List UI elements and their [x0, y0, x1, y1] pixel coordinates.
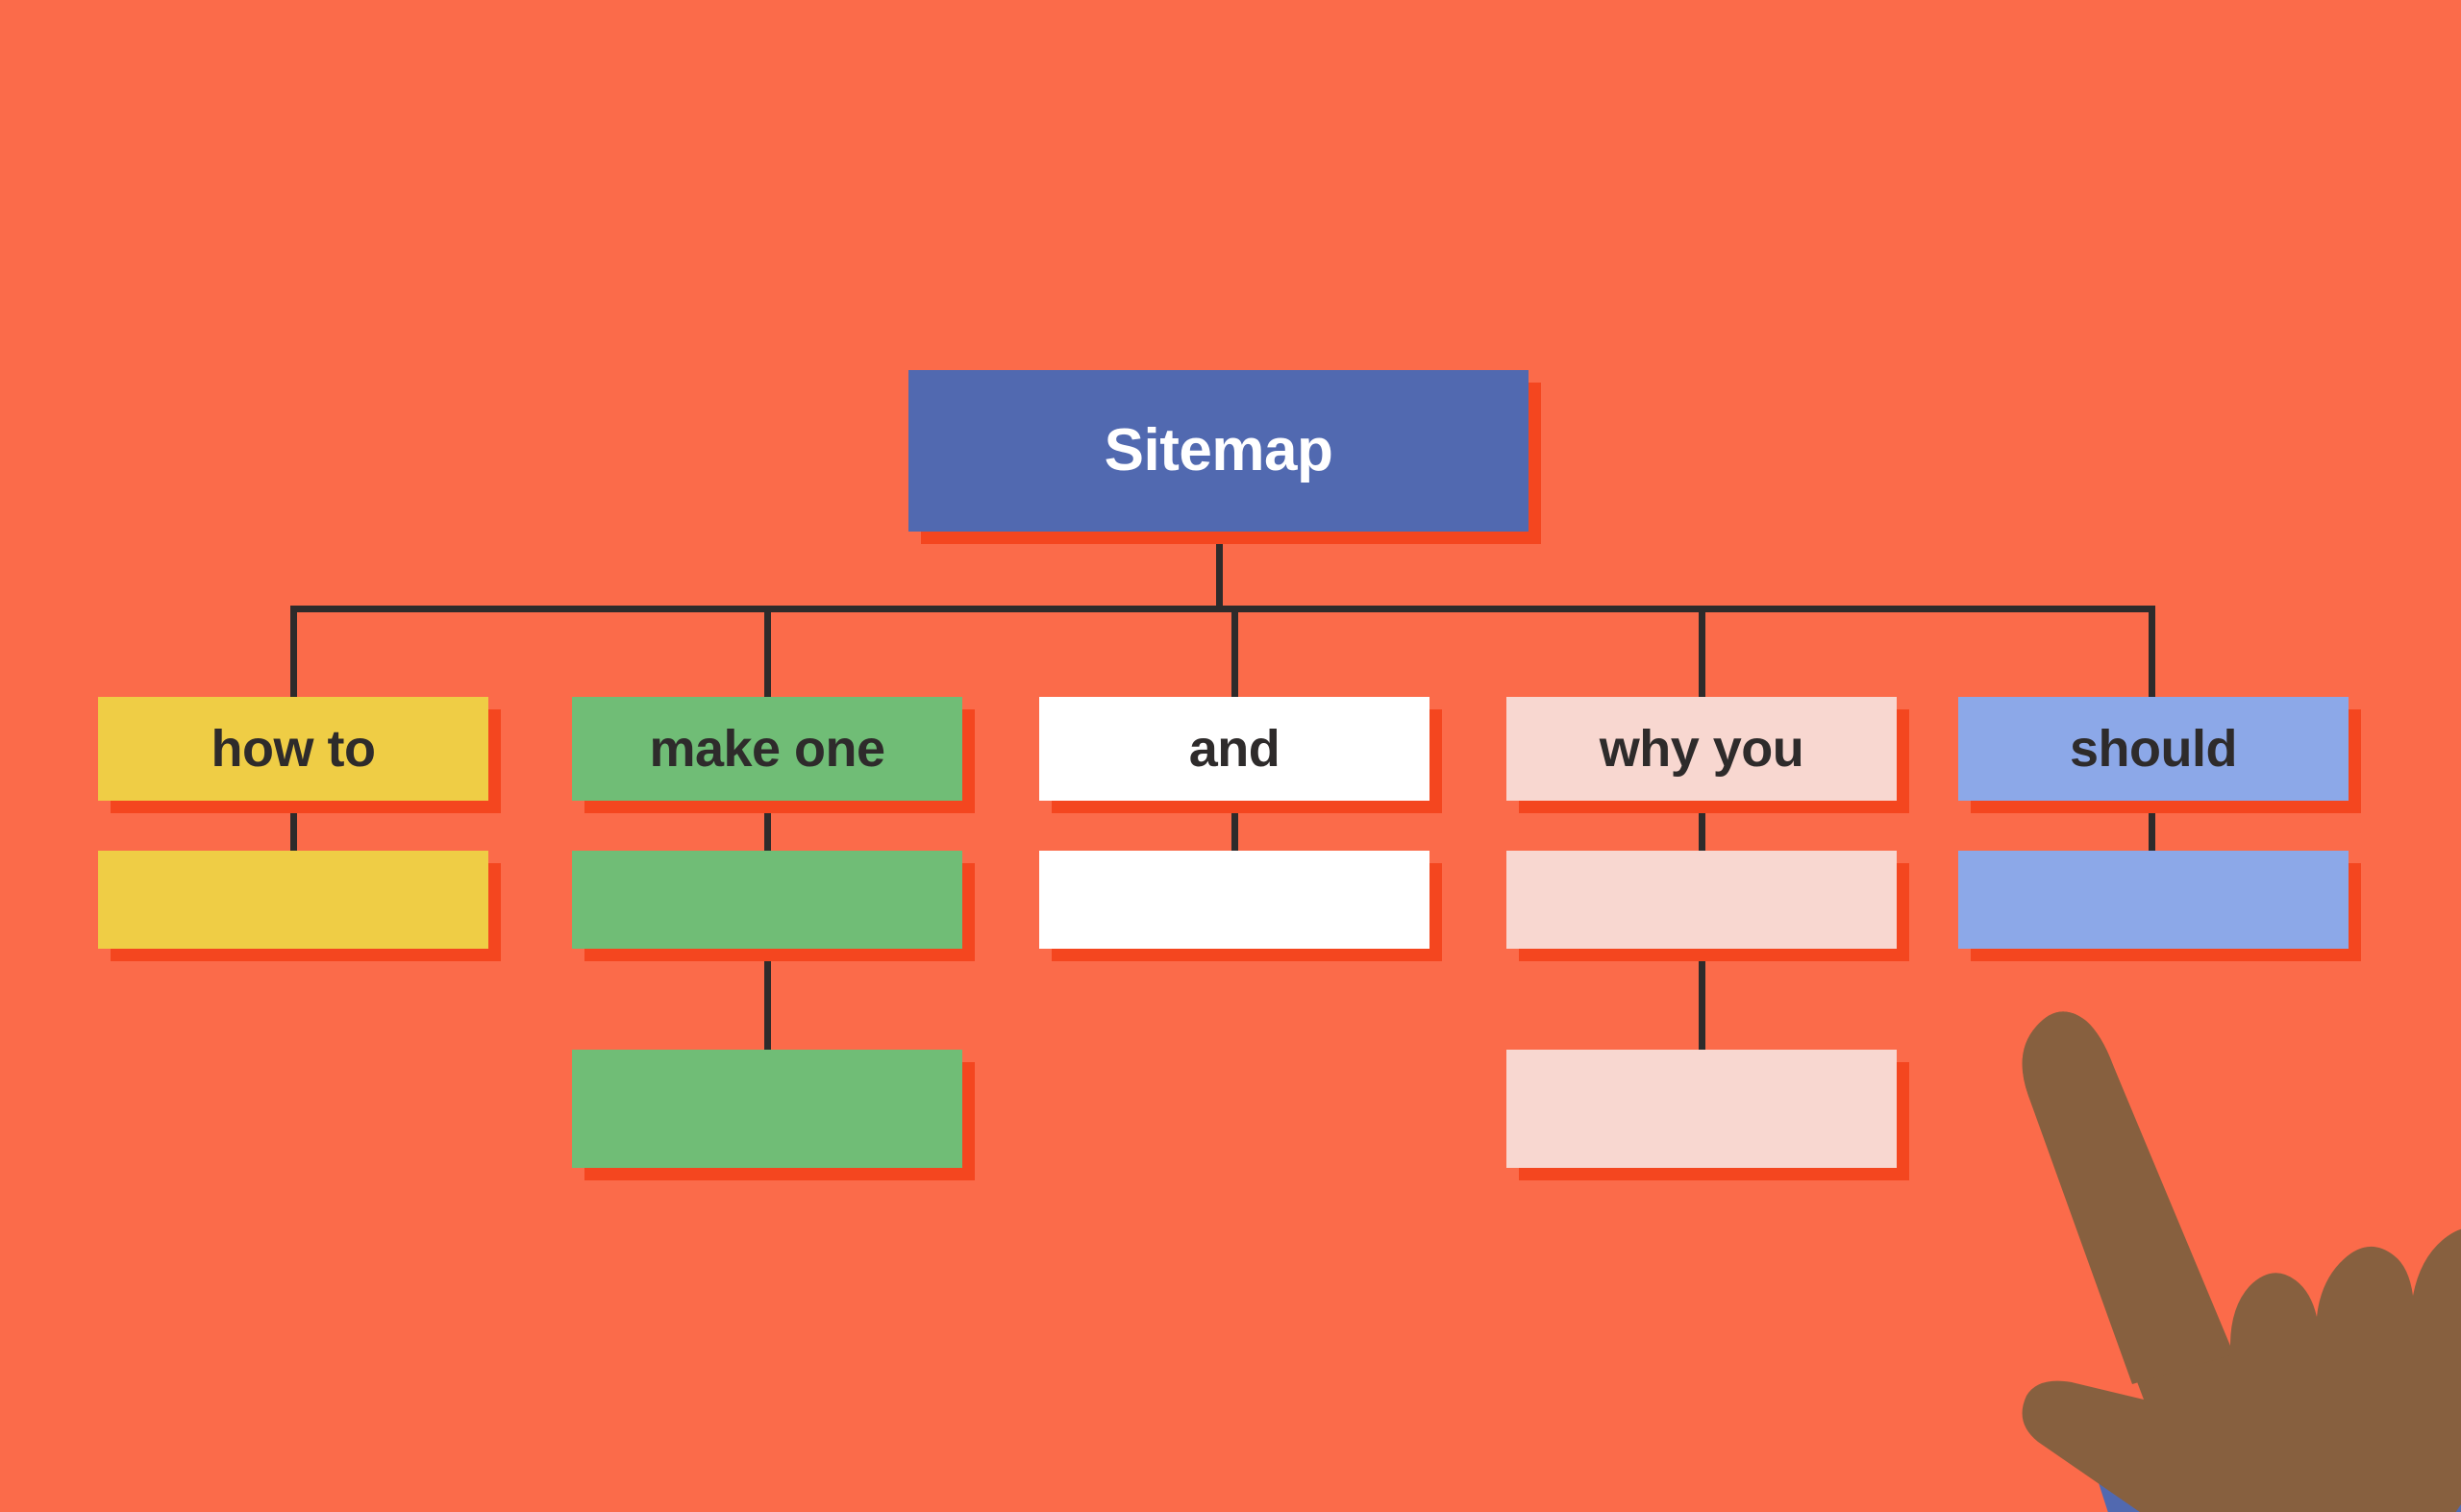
node-should-row1[interactable]: should — [1958, 697, 2349, 801]
connector-should-row1-row2 — [2149, 798, 2155, 855]
node-make-one-row1-label: make one — [649, 720, 885, 778]
connector-drop-how-to — [290, 606, 297, 702]
node-should-row1-label: should — [2070, 720, 2237, 778]
node-why-you-row1-label: why you — [1599, 720, 1804, 778]
node-and-row2[interactable] — [1039, 851, 1429, 949]
node-why-you-row2[interactable] — [1506, 851, 1897, 949]
node-sitemap-root-label: Sitemap — [1104, 417, 1333, 483]
node-sitemap-root[interactable]: Sitemap — [908, 370, 1529, 532]
connector-make-one-row1-row2 — [764, 798, 771, 855]
node-should-row2[interactable] — [1958, 851, 2349, 949]
connector-horizontal-bus — [290, 606, 2155, 612]
hand-palm — [2022, 1011, 2461, 1512]
node-how-to-row1[interactable]: how to — [98, 697, 488, 801]
connector-why-you-row1-row2 — [1699, 798, 1705, 855]
node-make-one-row1[interactable]: make one — [572, 697, 962, 801]
connector-root-stem — [1216, 532, 1223, 612]
hand-index-finger — [2022, 1011, 2230, 1384]
node-make-one-row3[interactable] — [572, 1050, 962, 1168]
connector-drop-why-you — [1699, 606, 1705, 702]
node-and-row1[interactable]: and — [1039, 697, 1429, 801]
connector-drop-should — [2149, 606, 2155, 702]
node-how-to-row2[interactable] — [98, 851, 488, 949]
connector-and-row1-row2 — [1231, 798, 1238, 855]
node-make-one-row2[interactable] — [572, 851, 962, 949]
connector-drop-and — [1231, 606, 1238, 702]
connector-how-to-row1-row2 — [290, 798, 297, 855]
connector-make-one-row2-row3 — [764, 947, 771, 1053]
connector-why-you-row2-row3 — [1699, 947, 1705, 1053]
node-why-you-row1[interactable]: why you — [1506, 697, 1897, 801]
node-and-row1-label: and — [1188, 720, 1280, 778]
connector-drop-make-one — [764, 606, 771, 702]
node-how-to-row1-label: how to — [211, 720, 376, 778]
node-why-you-row3[interactable] — [1506, 1050, 1897, 1168]
hand-sleeve — [2091, 1298, 2461, 1512]
